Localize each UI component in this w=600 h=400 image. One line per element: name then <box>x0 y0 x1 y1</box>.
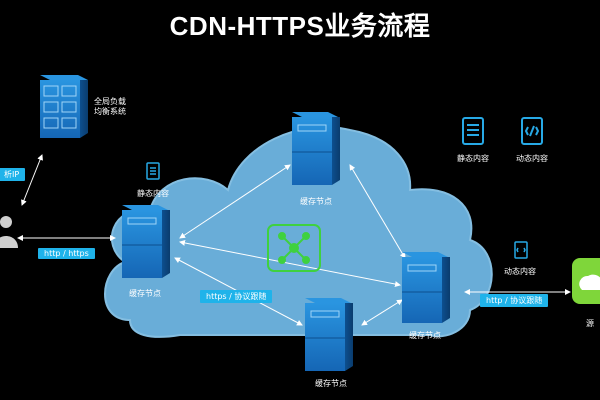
gslb-label-line2: 均衡系统 <box>94 107 126 116</box>
user-icon <box>0 216 18 248</box>
cache-node-bottom-label: 缓存节点 <box>315 379 347 388</box>
outer-connections <box>17 154 571 295</box>
origin-server-icon <box>572 258 600 304</box>
legend-static-label: 静态内容 <box>457 154 489 163</box>
gslb-server <box>40 75 88 138</box>
edge-label-http-https: http / https <box>38 248 95 259</box>
edge-label-http-follow: http / 协议跟随 <box>480 294 549 307</box>
cache-node-right-label: 缓存节点 <box>409 331 441 340</box>
gslb-label-line1: 全局负载 <box>94 97 126 106</box>
static-content-label: 静态内容 <box>137 189 169 198</box>
dynamic-content-label: 动态内容 <box>504 267 536 276</box>
cache-node-top <box>292 112 340 185</box>
diagram-title: CDN-HTTPS业务流程 <box>169 11 431 41</box>
legend-static-icon <box>462 117 484 145</box>
legend-dynamic-label: 动态内容 <box>516 154 548 163</box>
cache-node-left <box>122 205 170 278</box>
document-icon <box>146 162 160 180</box>
edge-label-https-follow: https / 协议跟随 <box>200 290 273 303</box>
network-hub-icon <box>267 224 321 272</box>
cache-node-left-label: 缓存节点 <box>129 289 161 298</box>
cache-node-bottom <box>305 298 353 371</box>
cache-node-top-label: 缓存节点 <box>300 197 332 206</box>
origin-label: 源 <box>586 319 594 328</box>
cache-node-right <box>402 252 450 323</box>
dns-ip-pill: 析IP <box>0 168 26 181</box>
code-file-icon <box>514 241 528 259</box>
legend-dynamic-icon <box>521 117 543 145</box>
